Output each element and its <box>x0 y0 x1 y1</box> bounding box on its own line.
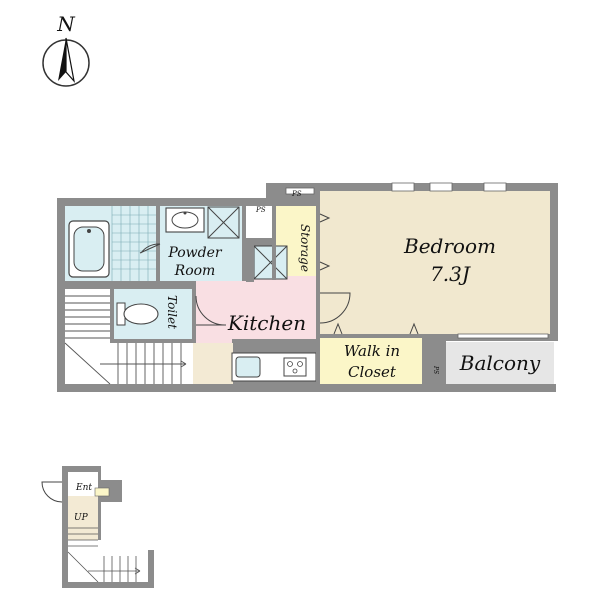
balcony-label: Balcony <box>459 351 541 375</box>
bedroom-label: Bedroom <box>403 234 496 258</box>
entrance-stairs-floor <box>68 540 148 582</box>
kitchen-counter <box>231 352 317 382</box>
balcony <box>446 342 556 392</box>
closet-door-1 <box>333 322 343 335</box>
balcony-floor <box>446 342 554 384</box>
toilet-icon <box>116 302 159 326</box>
kitchen-main-floor <box>196 281 316 339</box>
fridge-space-icon <box>253 245 288 280</box>
toilet-label: Toilet <box>165 295 179 329</box>
entrance-hall <box>68 472 98 496</box>
compass-arrow-outline <box>65 37 75 84</box>
doors <box>139 213 419 335</box>
stairs-lower-floor <box>65 343 193 384</box>
closet-label-2: Closet <box>348 363 397 381</box>
windows <box>285 182 549 339</box>
storage-door-1 <box>319 213 331 223</box>
closet-floor <box>320 338 422 384</box>
bedroom-floor <box>320 191 550 334</box>
stair-landing-floor <box>193 343 233 384</box>
closet-door-2 <box>409 322 419 335</box>
compass: N <box>42 12 90 87</box>
bedroom-door <box>319 292 351 324</box>
closet-label-1: Walk in <box>344 342 400 360</box>
powder-room-label-1: Powder <box>167 245 223 261</box>
entrance-door <box>41 481 63 503</box>
powder-door <box>139 243 161 254</box>
stairs <box>64 295 187 385</box>
bedroom-size: 7.3J <box>430 262 471 286</box>
ps-marker-side: PS <box>432 365 439 374</box>
compass-label: N <box>56 12 76 36</box>
washbasin-icon <box>165 207 205 233</box>
kitchen-label: Kitchen <box>227 311 306 335</box>
entrance-stairs <box>67 527 141 583</box>
powder-room-label-2: Room <box>174 263 216 279</box>
entrance-plan: Ent UP <box>41 466 154 588</box>
storage-label: Storage <box>298 224 312 272</box>
sink-icon <box>235 356 261 378</box>
ps-marker-top: PS <box>291 190 302 198</box>
entrance-up-label: UP <box>74 513 89 523</box>
entrance-label: Ent <box>75 483 92 493</box>
stove-icon <box>283 357 307 377</box>
entrance-shoe-box <box>94 487 110 497</box>
bathtub-icon <box>68 220 110 278</box>
ps-marker-mid: PS <box>255 206 266 214</box>
bath-tiles <box>111 206 156 281</box>
compass-arrow-icon <box>58 38 66 81</box>
toilet-door <box>195 295 227 326</box>
washer-space-icon <box>207 206 240 239</box>
storage-door-2 <box>319 261 331 271</box>
